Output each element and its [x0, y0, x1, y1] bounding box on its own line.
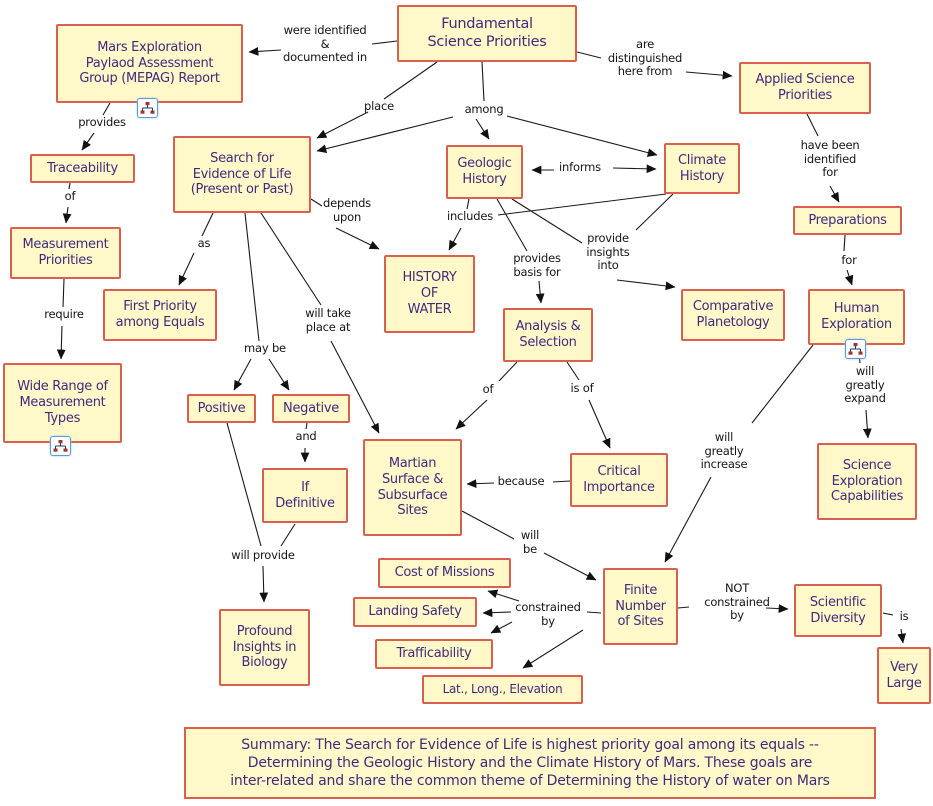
- edge-label-informs: informs: [559, 160, 601, 174]
- edge-label-of-traceability: of: [64, 189, 76, 203]
- summary-text-box[interactable]: Summary: The Search for Evidence of Life…: [184, 727, 876, 799]
- concept-node-cost-of-missions[interactable]: Cost of Missions: [378, 558, 511, 588]
- edge-label-are-distinguished-here-from: are distinguished here from: [607, 37, 683, 79]
- concept-node-mepag-report[interactable]: Mars Exploration Paylaod Assessment Grou…: [56, 24, 243, 103]
- edge-label-provides: provides: [78, 115, 126, 129]
- edge-label-provides-basis-for: provides basis for: [513, 251, 561, 279]
- concept-node-measurement-priorities[interactable]: Measurement Priorities: [10, 227, 121, 279]
- edge-label-constrained-by: constrained by: [515, 600, 581, 628]
- edge-label-and: and: [295, 429, 317, 443]
- concept-node-very-large[interactable]: Very Large: [877, 647, 931, 704]
- concept-node-history-of-water[interactable]: HISTORY OF WATER: [384, 255, 475, 333]
- edge-label-for-preparations: for: [841, 253, 857, 267]
- edge-label-among: among: [464, 102, 504, 116]
- concept-node-if-definitive[interactable]: If Definitive: [262, 468, 348, 523]
- edge-label-will-be: will be: [520, 528, 540, 556]
- edge-label-will-greatly-increase: will greatly increase: [700, 430, 748, 472]
- org-chart-glyph: [53, 440, 68, 452]
- edge-label-were-identified-documented-in: were identified & documented in: [283, 23, 367, 65]
- concept-node-trafficability[interactable]: Trafficability: [375, 639, 493, 669]
- edge-label-require: require: [44, 307, 84, 321]
- edge-label-is-scientific-diversity: is: [899, 609, 909, 623]
- edge-label-will-provide: will provide: [231, 548, 295, 562]
- edge-label-will-take-place-at: will take place at: [305, 306, 351, 334]
- edge-label-not-constrained-by: NOT constrained by: [704, 581, 770, 623]
- concept-node-landing-safety[interactable]: Landing Safety: [353, 597, 477, 627]
- concept-node-traceability[interactable]: Traceability: [30, 154, 135, 183]
- org-chart-glyph: [140, 102, 155, 114]
- concept-node-positive[interactable]: Positive: [187, 394, 256, 423]
- submap-expand-icon[interactable]: [50, 436, 71, 456]
- edge-label-depends-upon: depends upon: [323, 196, 371, 224]
- concept-node-finite-number-of-sites[interactable]: Finite Number of Sites: [603, 568, 678, 645]
- concept-node-scientific-diversity[interactable]: Scientific Diversity: [794, 584, 882, 637]
- edge-label-provide-insights-into: provide insights into: [586, 231, 630, 273]
- concept-node-climate-history[interactable]: Climate History: [664, 143, 740, 194]
- concept-node-negative[interactable]: Negative: [272, 394, 350, 423]
- concept-node-critical-importance[interactable]: Critical Importance: [570, 453, 668, 507]
- concept-node-geologic-history[interactable]: Geologic History: [446, 145, 523, 199]
- edge-label-have-been-identified-for: have been identified for: [800, 138, 860, 180]
- edge-label-includes: includes: [446, 209, 494, 223]
- concept-node-wide-range-of-measurement-types[interactable]: Wide Range of Measurement Types: [3, 363, 122, 443]
- edge-label-because: because: [497, 474, 545, 488]
- concept-node-lat-long-elevation[interactable]: Lat., Long., Elevation: [422, 675, 583, 704]
- concept-node-first-priority-among-equals[interactable]: First Priority among Equals: [103, 289, 217, 341]
- edge-label-is-of: is of: [570, 381, 594, 395]
- edge-label-as: as: [197, 236, 211, 250]
- concept-node-profound-insights-in-biology[interactable]: Profound Insights in Biology: [219, 609, 310, 686]
- concept-node-comparative-planetology[interactable]: Comparative Planetology: [681, 289, 785, 341]
- submap-expand-icon[interactable]: [845, 339, 866, 359]
- edge-label-will-greatly-expand: will greatly expand: [844, 364, 886, 406]
- concept-node-martian-surface-subsurface-sites[interactable]: Martian Surface & Subsurface Sites: [363, 439, 462, 536]
- submap-expand-icon[interactable]: [137, 98, 158, 118]
- concept-node-preparations[interactable]: Preparations: [793, 206, 902, 235]
- concept-node-applied-science-priorities[interactable]: Applied Science Priorities: [739, 62, 871, 114]
- concept-node-science-exploration-capabilities[interactable]: Science Exploration Capabilities: [817, 443, 917, 520]
- concept-node-analysis-and-selection[interactable]: Analysis & Selection: [503, 308, 593, 362]
- edge-label-of-analysis: of: [482, 382, 494, 396]
- org-chart-glyph: [848, 343, 863, 355]
- concept-node-search-for-evidence-of-life[interactable]: Search for Evidence of Life (Present or …: [173, 136, 311, 213]
- edge-label-place: place: [364, 99, 394, 113]
- concept-node-human-exploration[interactable]: Human Exploration: [808, 289, 905, 345]
- concept-node-fundamental-science-priorities[interactable]: Fundamental Science Priorities: [397, 5, 577, 62]
- edge-label-may-be: may be: [244, 341, 286, 355]
